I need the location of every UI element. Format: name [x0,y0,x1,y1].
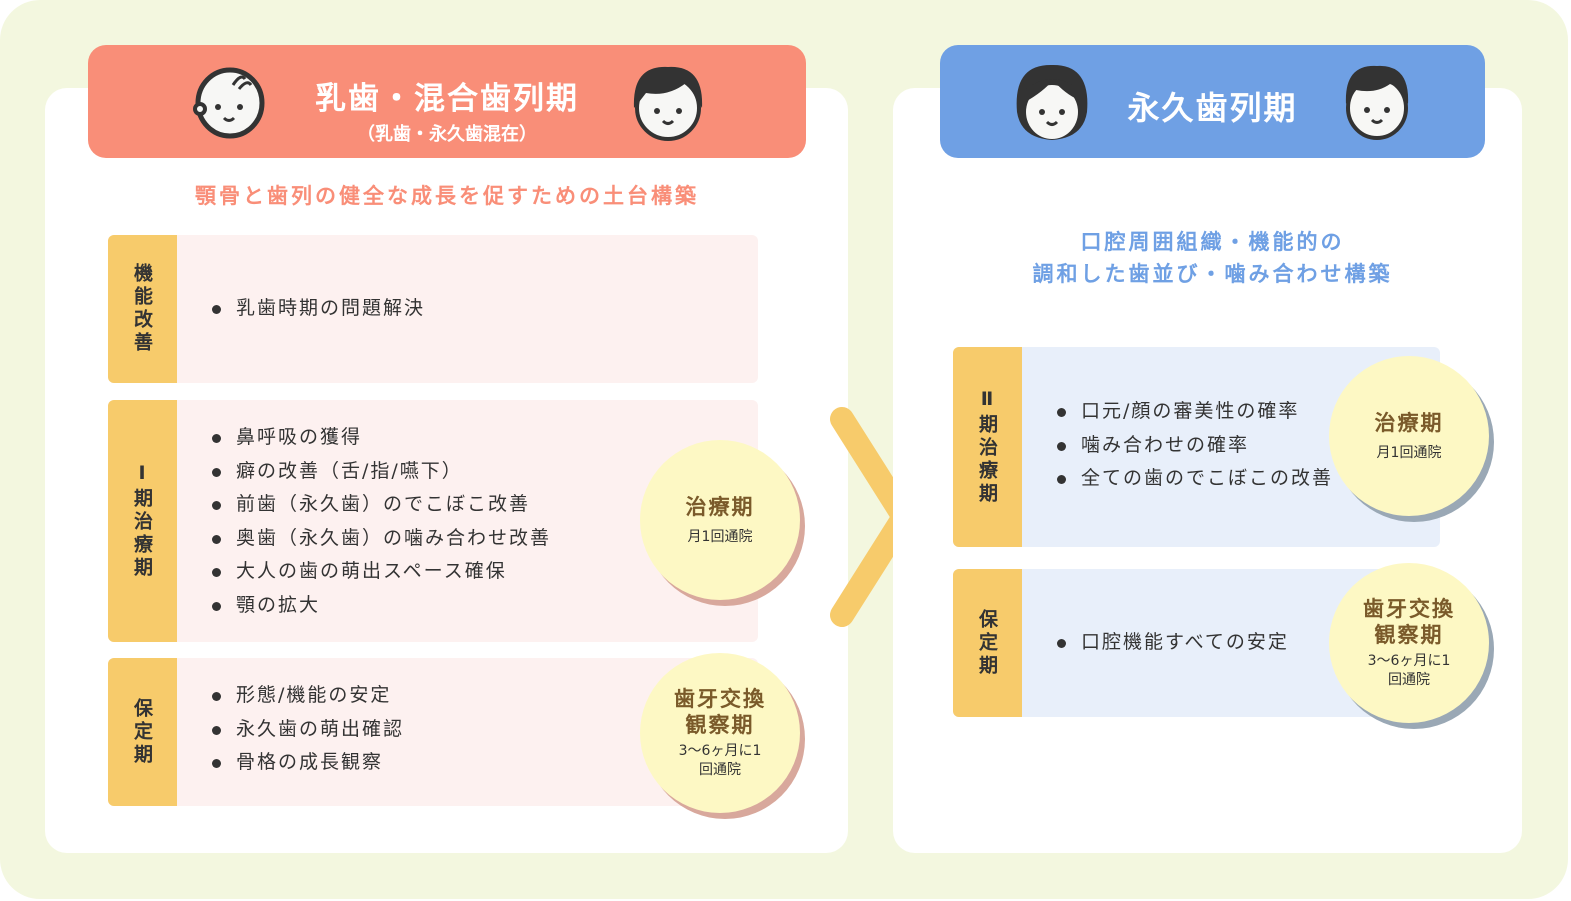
list-item: 口元/顔の審美性の確率 [1057,395,1333,429]
left-goal: 顎骨と歯列の健全な成長を促すための土台構築 [195,184,699,208]
list-item: 全ての歯のでこぼこの改善 [1057,462,1333,496]
observation-badge: 歯牙交換観察期 3〜6ヶ月に1回通院 [640,653,800,813]
badge-note: 3〜6ヶ月に1回通院 [678,743,762,778]
badge-note: 月1回通院 [1376,444,1442,461]
row-label: 保定期 [131,697,153,767]
list-item: 鼻呼吸の獲得 [212,421,551,455]
right-title: 永久歯列期 [1127,89,1298,127]
list-item: 永久歯の萌出確認 [212,713,404,747]
right-goal: 口腔周囲組織・機能的の 調和した歯並び・噛み合わせ構築 [940,226,1485,290]
list-item: 大人の歯の萌出スペース確保 [212,555,551,589]
left-row-phase1: Ⅰ期治療期 鼻呼吸の獲得 癖の改善（舌/指/嚥下） 前歯（永久歯）のでこぼこ改善… [108,400,758,642]
treatment-badge: 治療期 月1回通院 [640,440,800,600]
list-item: 噛み合わせの確率 [1057,429,1333,463]
child-face-icon [633,66,703,141]
left-title: 乳歯・混合歯列期 [315,81,579,117]
list-item: 顎の拡大 [212,589,551,623]
badge-note: 3〜6ヶ月に1回通院 [1367,653,1451,688]
badge-note: 月1回通院 [687,528,753,545]
list-item: 癖の改善（舌/指/嚥下） [212,455,551,489]
badge-title: 治療期 [685,494,755,519]
baby-face-icon [193,67,265,139]
list-item: 乳歯時期の問題解決 [212,292,425,326]
right-goal-line1: 口腔周囲組織・機能的の [1080,230,1345,254]
boy-face-icon [1345,65,1409,140]
list-item: 骨格の成長観察 [212,746,404,780]
badge-title: 歯牙交換観察期 [674,687,766,737]
right-goal-line2: 調和した歯並び・噛み合わせ構築 [1032,262,1393,286]
left-row-function: 機能改善 乳歯時期の問題解決 [108,235,758,383]
treatment-badge: 治療期 月1回通院 [1329,356,1489,516]
left-subtitle: （乳歯・永久歯混在） [357,124,537,145]
row-label: Ⅰ期治療期 [131,462,153,580]
list-item: 奥歯（永久歯）の噛み合わせ改善 [212,522,551,556]
row-label: Ⅱ期治療期 [976,388,998,506]
badge-title: 歯牙交換観察期 [1363,597,1455,647]
list-item: 口腔機能すべての安定 [1057,626,1289,660]
row-label: 保定期 [976,608,998,678]
row-label: 機能改善 [131,263,153,355]
list-item: 形態/機能の安定 [212,679,404,713]
badge-title: 治療期 [1374,410,1444,435]
list-item: 前歯（永久歯）のでこぼこ改善 [212,488,551,522]
observation-badge: 歯牙交換観察期 3〜6ヶ月に1回通院 [1329,563,1489,723]
girl-face-icon [1016,64,1088,140]
